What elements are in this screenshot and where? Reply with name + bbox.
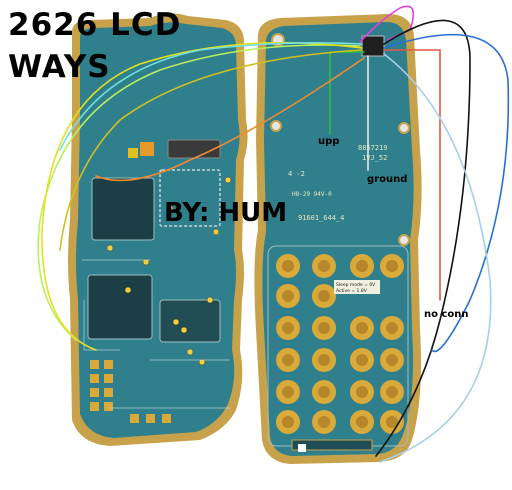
keypad-pad-center: [356, 260, 368, 272]
keypad-pad-center: [318, 416, 330, 428]
right-hole-4: [398, 234, 410, 246]
keypad-pad-center: [356, 386, 368, 398]
right-bottom-connector: [291, 439, 373, 451]
left-shield: [159, 169, 221, 227]
label-ground: ground: [367, 174, 408, 185]
mark-part-no: 8857219: [358, 144, 388, 152]
author-byline: BY: HUM: [164, 198, 288, 228]
title-line-1: 2626 LCD: [8, 7, 182, 43]
wire-cyan: [59, 42, 363, 151]
left-board: [68, 13, 248, 447]
keypad-pad-center: [318, 322, 330, 334]
left-traces: [82, 259, 230, 409]
left-cap-orange: [140, 142, 154, 156]
left-test-points: [106, 176, 232, 366]
keypad-pad-center: [356, 354, 368, 366]
right-hole-2: [270, 120, 282, 132]
mark-rev: 1VJ_52: [362, 154, 387, 162]
keypad-pad-center: [282, 386, 294, 398]
keypad-pad-center: [386, 416, 398, 428]
wires: [37, 5, 510, 463]
mark-code: 91601_644_4: [298, 214, 344, 222]
mark-active: Active = 1.8V: [336, 288, 368, 294]
left-chip-3: [159, 299, 221, 343]
wire-magenta: [359, 5, 415, 43]
keypad-pad-center: [282, 290, 294, 302]
right-hole-3: [398, 122, 410, 134]
mark-a: 4 -2: [288, 170, 305, 178]
right-bottom-pad: [298, 444, 306, 452]
sleep-note-bg: [334, 280, 380, 294]
keypad-pad-center: [356, 322, 368, 334]
label-no-conn: no conn: [424, 309, 469, 320]
mark-b: H8-29 94V-0: [292, 191, 332, 198]
wire-green-long: [37, 44, 361, 341]
label-upp: upp: [318, 136, 340, 147]
left-pad-grid: [90, 360, 171, 423]
wire-yellow: [41, 41, 363, 351]
wire-darkyellow: [59, 49, 363, 251]
wire-black: [375, 19, 471, 457]
keypad-pad-center: [318, 386, 330, 398]
wire-red: [383, 49, 441, 301]
keypad-pad-center: [318, 260, 330, 272]
wire-lightblue: [379, 53, 492, 463]
keypad-pad-center: [318, 290, 330, 302]
keypad-pad-center: [386, 260, 398, 272]
left-chip-1: [91, 177, 155, 241]
keypad-pad-center: [386, 386, 398, 398]
keypad-pad-center: [282, 260, 294, 272]
right-board: 8857219 1VJ_52 4 -2 H8-29 94V-0 91601_64…: [254, 14, 422, 464]
wire-blue: [383, 33, 510, 353]
lcd-connector-chip: [361, 35, 385, 57]
mark-sleep: Sleep mode = 0V: [336, 282, 376, 288]
keypad-pad-center: [318, 354, 330, 366]
keypad-pad-center: [386, 322, 398, 334]
right-board-body: [262, 22, 414, 456]
title-line-2: WAYS: [8, 49, 111, 85]
keypad-pads: [276, 254, 404, 434]
wire-orange: [95, 57, 365, 182]
keypad-pad-center: [386, 354, 398, 366]
keypad-pad-center: [282, 322, 294, 334]
keypad-pad-center: [356, 416, 368, 428]
keypad-pad-center: [282, 416, 294, 428]
keypad-pad-center: [282, 354, 294, 366]
left-cap-yellow: [128, 148, 138, 158]
left-chip-2: [87, 274, 153, 340]
